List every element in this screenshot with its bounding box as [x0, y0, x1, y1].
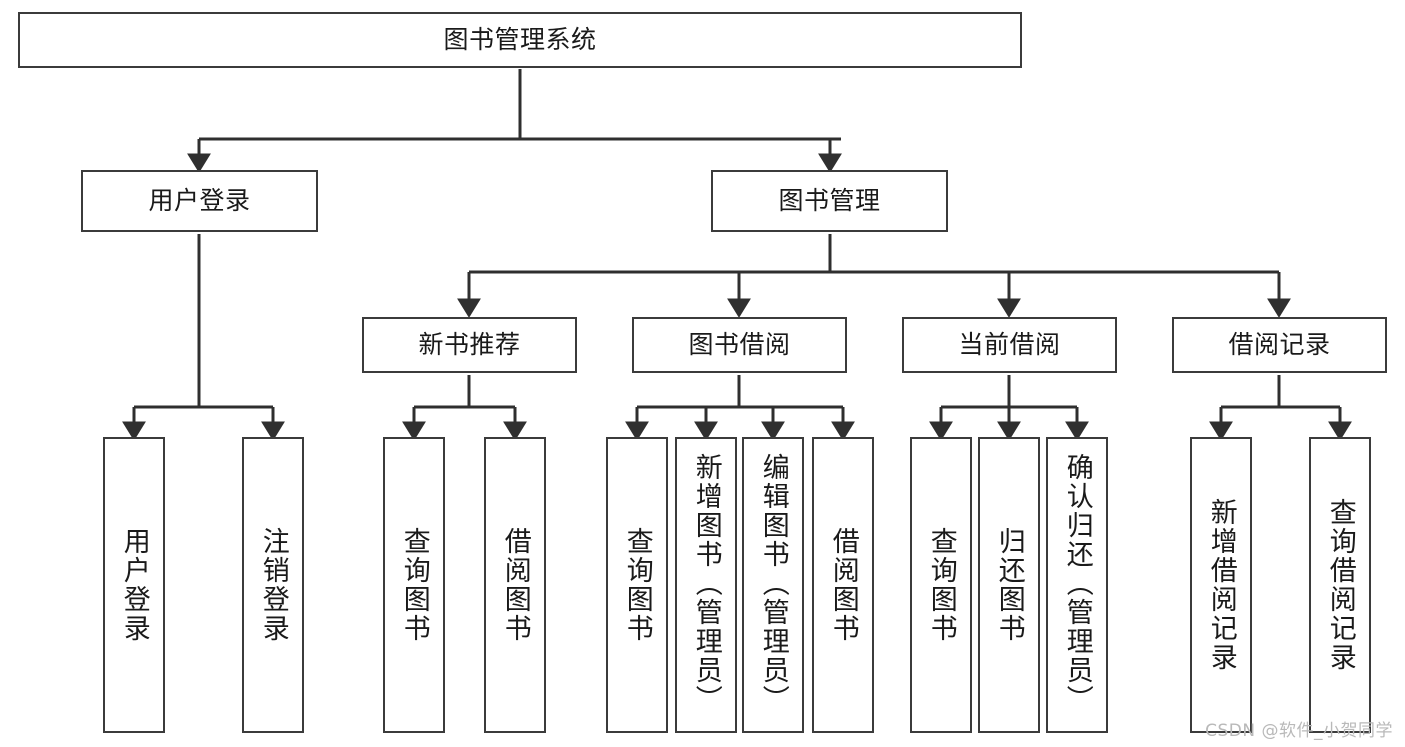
node-label: 确认归还（管理员）	[1061, 453, 1093, 714]
node-label: 用户登录	[118, 527, 150, 643]
node-book-borrow[interactable]: 图书借阅	[632, 317, 847, 373]
node-label: 新增借阅记录	[1205, 498, 1237, 672]
node-label: 查询借阅记录	[1324, 498, 1356, 672]
node-label: 当前借阅	[958, 330, 1061, 360]
node-leaf-add-borrow-record[interactable]: 新增借阅记录	[1190, 437, 1252, 733]
node-leaf-user-logout[interactable]: 注销登录	[242, 437, 304, 733]
node-borrow-record[interactable]: 借阅记录	[1172, 317, 1387, 373]
node-current-borrow[interactable]: 当前借阅	[902, 317, 1117, 373]
node-label: 新增图书（管理员）	[690, 453, 722, 714]
node-leaf-add-book[interactable]: 新增图书（管理员）	[675, 437, 737, 733]
node-book-manage[interactable]: 图书管理	[711, 170, 948, 232]
node-user-login[interactable]: 用户登录	[81, 170, 318, 232]
node-leaf-borrow-book[interactable]: 借阅图书	[812, 437, 874, 733]
node-label: 编辑图书（管理员）	[757, 453, 789, 714]
node-leaf-return-book[interactable]: 归还图书	[978, 437, 1040, 733]
node-leaf-query-borrow-record[interactable]: 查询借阅记录	[1309, 437, 1371, 733]
node-label: 用户登录	[148, 186, 251, 216]
node-new-book-recommend[interactable]: 新书推荐	[362, 317, 577, 373]
node-label: 图书借阅	[688, 330, 791, 360]
node-label: 图书管理系统	[443, 25, 597, 55]
node-leaf-user-login[interactable]: 用户登录	[103, 437, 165, 733]
node-label: 图书管理	[778, 186, 881, 216]
node-root-system[interactable]: 图书管理系统	[18, 12, 1022, 68]
node-leaf-confirm-return[interactable]: 确认归还（管理员）	[1046, 437, 1108, 733]
node-leaf-query-book-borrow[interactable]: 查询图书	[606, 437, 668, 733]
node-label: 查询图书	[621, 527, 653, 643]
node-leaf-query-book-recommend[interactable]: 查询图书	[383, 437, 445, 733]
node-label: 查询图书	[925, 527, 957, 643]
node-label: 归还图书	[993, 527, 1025, 643]
node-label: 借阅图书	[827, 527, 859, 643]
node-label: 查询图书	[398, 527, 430, 643]
node-leaf-edit-book[interactable]: 编辑图书（管理员）	[742, 437, 804, 733]
node-label: 新书推荐	[418, 330, 521, 360]
node-leaf-borrow-book-recommend[interactable]: 借阅图书	[484, 437, 546, 733]
node-leaf-query-book-current[interactable]: 查询图书	[910, 437, 972, 733]
node-label: 注销登录	[257, 527, 289, 643]
node-label: 借阅记录	[1228, 330, 1331, 360]
node-label: 借阅图书	[499, 527, 531, 643]
